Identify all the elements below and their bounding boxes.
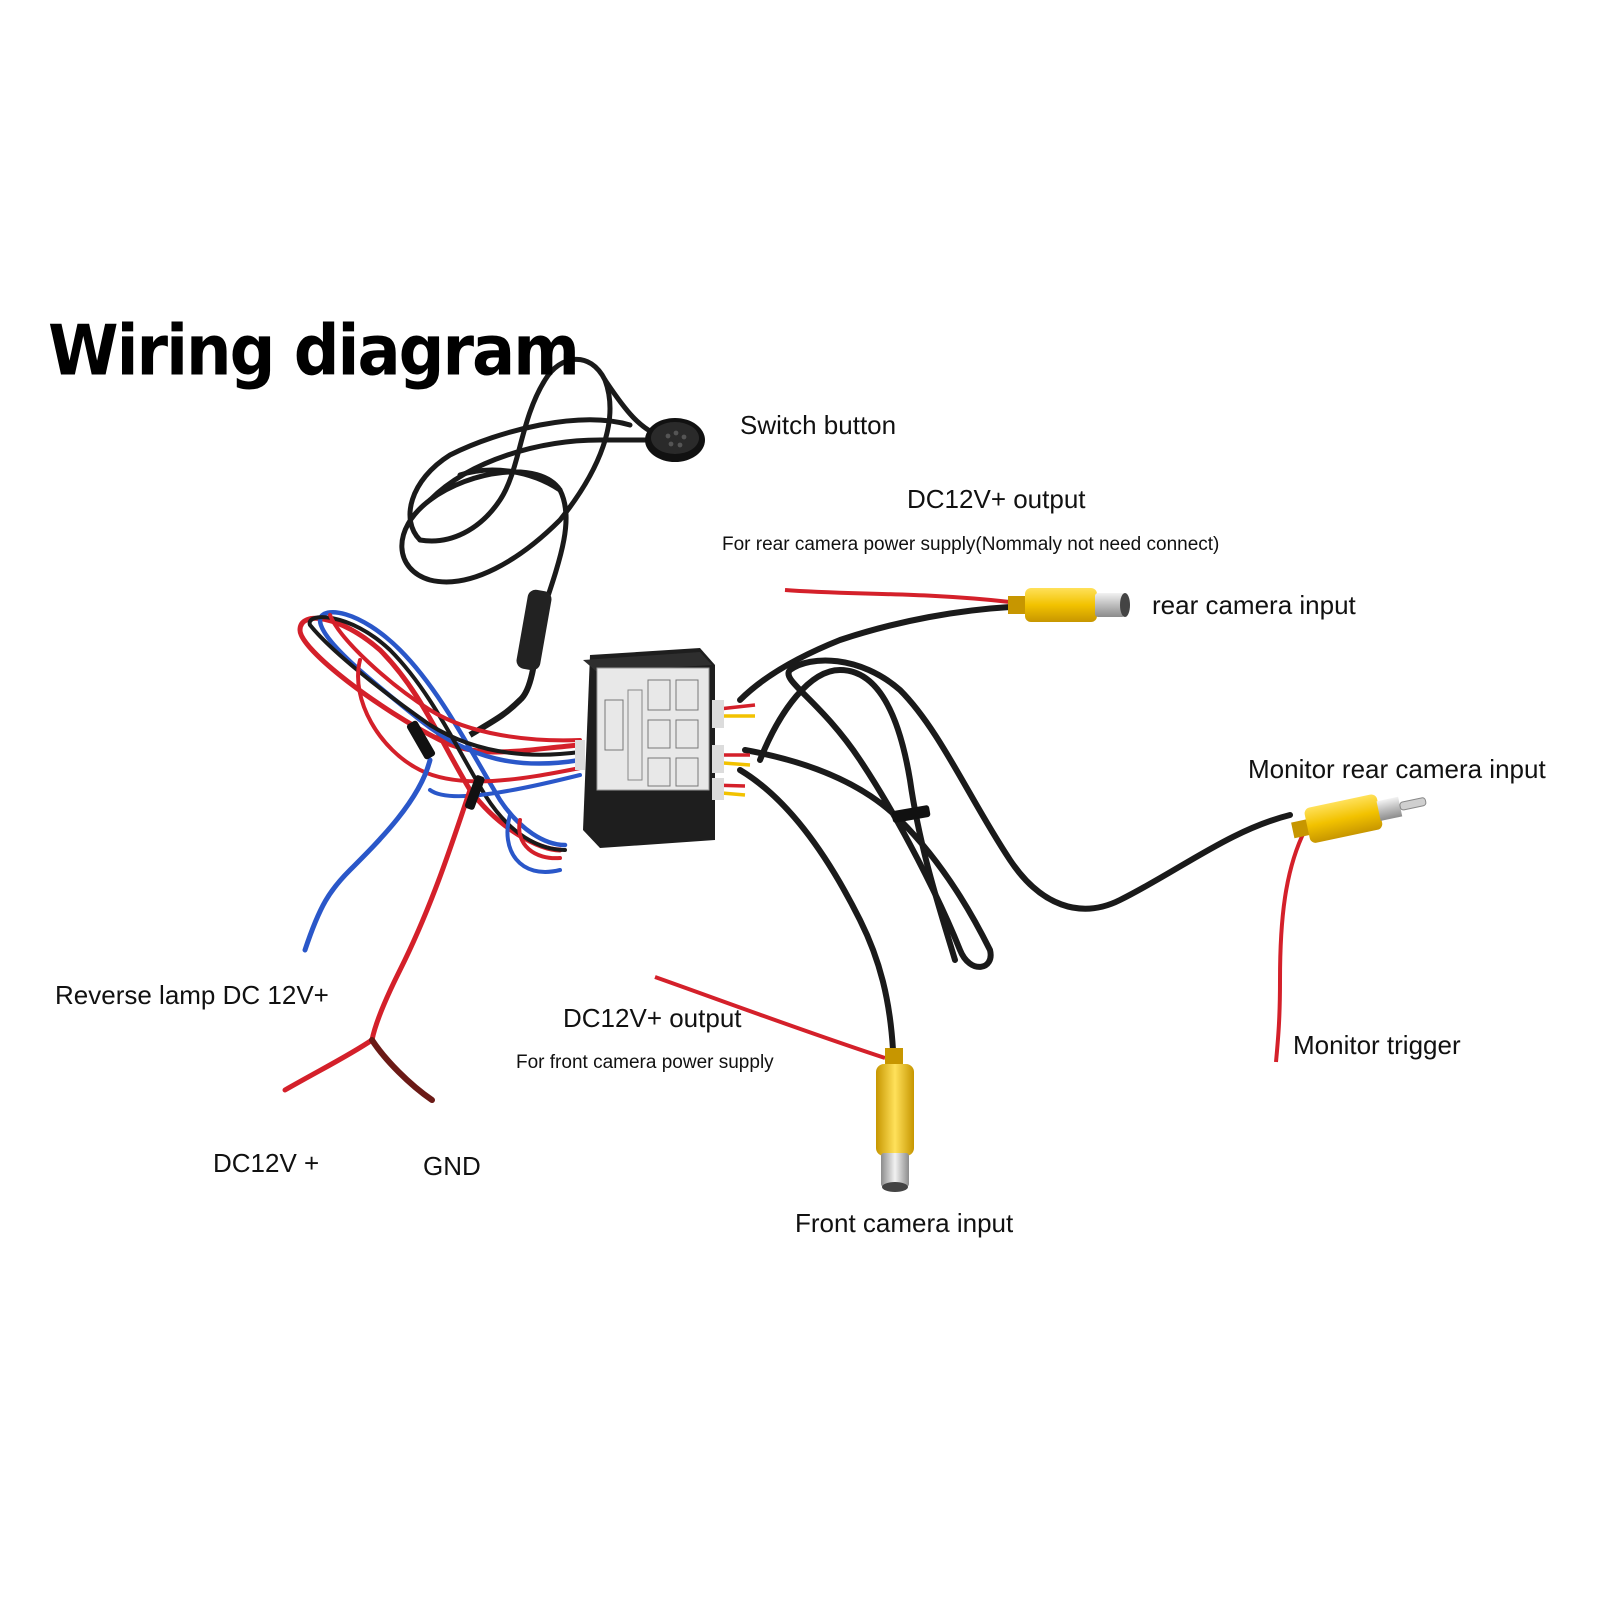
cable-tie bbox=[406, 720, 436, 760]
power-wire-bundle bbox=[282, 610, 583, 1103]
label-gnd: GND bbox=[423, 1151, 481, 1181]
rca-connector-icon bbox=[1291, 794, 1427, 843]
diagram-title: Wiring diagram bbox=[48, 312, 580, 392]
label-dc12v-plus: DC12V + bbox=[213, 1148, 320, 1178]
rear-dc-output-wire bbox=[784, 588, 1011, 604]
video-cables bbox=[737, 604, 1293, 1053]
monitor-trigger-wire bbox=[1274, 829, 1307, 1063]
rca-connector-icon bbox=[1008, 588, 1130, 622]
label-dc-output-front: DC12V+ output bbox=[563, 1003, 742, 1033]
label-front-camera-input: Front camera input bbox=[795, 1208, 1014, 1238]
cable-tie bbox=[891, 805, 931, 823]
video-switcher-box-icon bbox=[575, 648, 724, 848]
switch-button-cable bbox=[399, 356, 688, 623]
label-dc-output-rear: DC12V+ output bbox=[907, 484, 1086, 514]
label-switch-button: Switch button bbox=[740, 410, 897, 440]
front-dc-output-wire bbox=[654, 975, 886, 1060]
label-reverse-lamp: Reverse lamp DC 12V+ bbox=[55, 980, 329, 1010]
label-dc-output-front-note: For front camera power supply bbox=[516, 1052, 774, 1073]
switch-cable-plug bbox=[516, 589, 552, 671]
push-button-switch-icon bbox=[645, 418, 705, 462]
label-dc-output-rear-note: For rear camera power supply(Nommaly not… bbox=[722, 534, 1220, 555]
label-rear-camera-input: rear camera input bbox=[1152, 590, 1356, 620]
label-monitor-rear-camera-input: Monitor rear camera input bbox=[1248, 754, 1546, 784]
label-monitor-trigger: Monitor trigger bbox=[1293, 1030, 1461, 1060]
cable-tie bbox=[464, 775, 485, 810]
rca-connector-icon bbox=[876, 1048, 914, 1192]
